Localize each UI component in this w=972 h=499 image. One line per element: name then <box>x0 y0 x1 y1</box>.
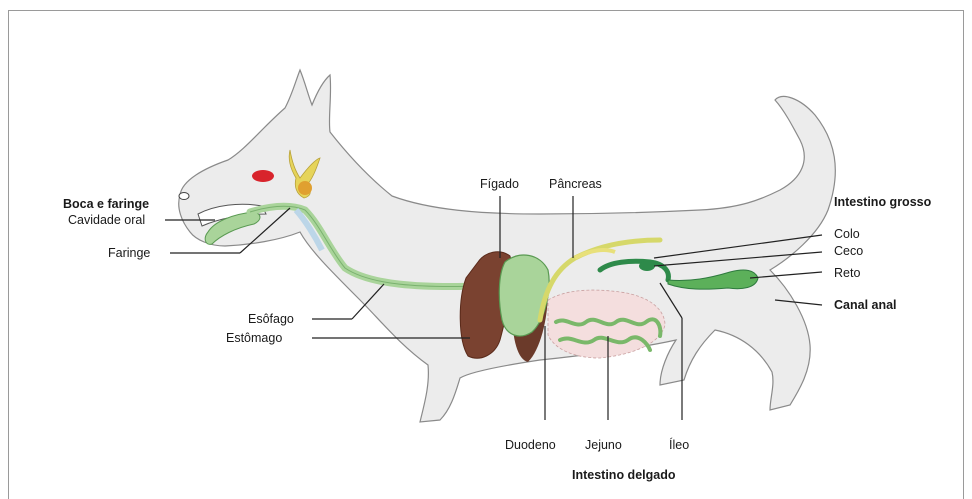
cecum <box>639 261 655 271</box>
label-canal-anal: Canal anal <box>834 298 897 312</box>
label-estomago: Estômago <box>226 331 282 345</box>
label-ceco: Ceco <box>834 244 863 258</box>
label-colo: Colo <box>834 227 860 241</box>
dog-body <box>179 70 836 422</box>
label-pancreas: Pâncreas <box>549 177 602 191</box>
label-ileo: Íleo <box>669 438 689 452</box>
label-intestino-delgado: Intestino delgado <box>572 468 675 482</box>
dog-nose <box>179 193 189 200</box>
gland-orange <box>298 181 312 195</box>
label-jejuno: Jejuno <box>585 438 622 452</box>
label-figado: Fígado <box>480 177 519 191</box>
label-esofago: Esôfago <box>248 312 294 326</box>
mouth-red-mark <box>252 170 274 182</box>
label-intestino-grosso: Intestino grosso <box>834 195 931 209</box>
label-boca-faringe: Boca e faringe <box>63 197 149 211</box>
label-faringe: Faringe <box>108 246 150 260</box>
label-cavidade-oral: Cavidade oral <box>68 213 145 227</box>
label-reto: Reto <box>834 266 860 280</box>
label-duodeno: Duodeno <box>505 438 556 452</box>
